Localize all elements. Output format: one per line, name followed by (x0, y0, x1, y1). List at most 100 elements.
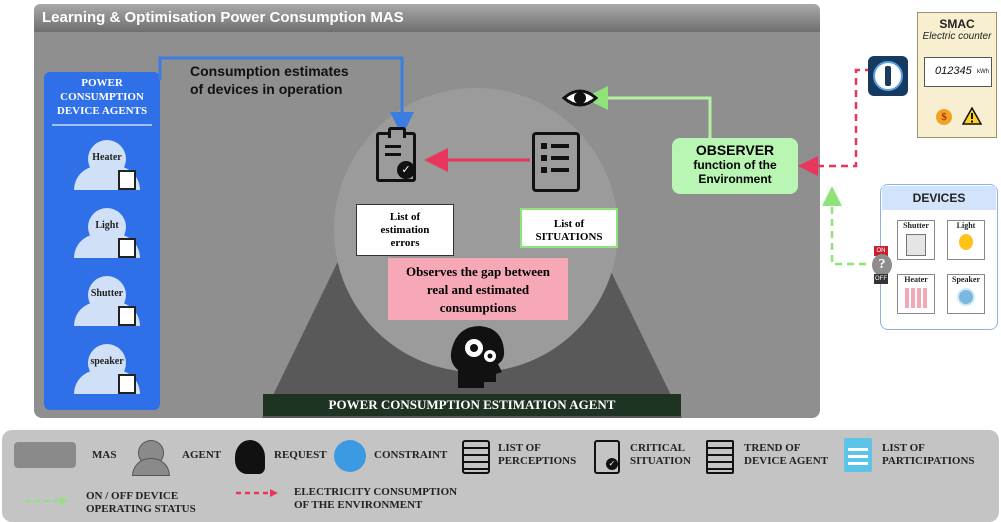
agent-body (132, 458, 170, 476)
trend-icon (118, 306, 136, 326)
legend-line: ELECTRICITY CONSUMPTION (294, 486, 458, 498)
legend-agent-label: AGENT (182, 449, 222, 461)
legend-line: OF THE ENVIRONMENT (294, 499, 423, 511)
trend-icon (118, 374, 136, 394)
legend-line: LIST OF (498, 442, 541, 454)
device-agent-speaker: speaker (74, 344, 146, 394)
box-line: List of (389, 211, 421, 223)
meter-reading: 012345 (935, 65, 972, 77)
legend: MAS AGENT REQUEST CONSTRAINT LIST OF PER… (2, 430, 999, 522)
bullet (541, 143, 547, 149)
legend-agent-icon (132, 440, 170, 476)
line (551, 144, 569, 148)
legend-constraint-icon (334, 440, 366, 472)
line (848, 455, 868, 458)
line (551, 156, 569, 160)
smac-title: SMAC (939, 17, 975, 31)
plug-icon (868, 56, 908, 96)
legend-line: PARTICIPATIONS (882, 455, 975, 467)
device-tile-label: Shutter (903, 221, 929, 230)
line (551, 168, 569, 172)
legend-line: ON / OFF DEVICE (86, 490, 179, 502)
device-agent-label: Shutter (90, 288, 124, 299)
legend-perceptions-icon (462, 440, 490, 474)
device-agent-heater: Heater (74, 140, 146, 190)
device-agents-title-line: DEVICE AGENTS (56, 105, 148, 117)
estimation-errors-box: List of estimation errors (356, 204, 454, 256)
trend-icon (118, 170, 136, 190)
on-off-switch-icon: ON ? OFF (868, 246, 896, 286)
meter-unit: kWh (977, 69, 989, 75)
line (848, 448, 868, 451)
legend-participations-icon (844, 438, 872, 472)
legend-line: TREND OF (744, 442, 801, 454)
legend-onoff-arrow (26, 497, 68, 505)
box-line: SITUATIONS (535, 231, 603, 243)
observer-box: OBSERVER function of the Environment (672, 138, 798, 194)
trend-icon (118, 238, 136, 258)
clip (388, 127, 406, 138)
line (385, 153, 401, 156)
device-tile-light: Light (947, 220, 985, 260)
situations-box: List of SITUATIONS (520, 208, 618, 248)
legend-critical-label: CRITICAL SITUATION (630, 442, 691, 468)
device-tile-heater: Heater (897, 274, 935, 314)
question-mark-icon: ? (872, 254, 892, 276)
device-agents-title-line: CONSUMPTION (60, 91, 144, 103)
legend-perceptions-label: LIST OF PERCEPTIONS (498, 442, 576, 468)
request-head-icon (450, 326, 505, 388)
device-agent-light: Light (74, 208, 146, 258)
divider (52, 124, 152, 126)
heater-icon (905, 288, 927, 308)
legend-line: DEVICE AGENT (744, 455, 829, 467)
label-line: Consumption estimates (190, 63, 349, 79)
device-tile-speaker: Speaker (947, 274, 985, 314)
switch-on-label: ON (874, 246, 888, 256)
legend-line: CRITICAL (630, 442, 686, 454)
diagram-title: Learning & Optimisation Power Consumptio… (34, 4, 820, 32)
legend-electricity-label: ELECTRICITY CONSUMPTION OF THE ENVIRONME… (294, 486, 457, 512)
device-agent-shutter: Shutter (74, 276, 146, 326)
bullet (541, 155, 547, 161)
estimation-agent-label: POWER CONSUMPTION ESTIMATION AGENT (263, 394, 681, 416)
switch-off-label: OFF (874, 274, 888, 284)
label-line: of devices in operation (190, 81, 343, 97)
device-agent-label: Light (95, 220, 119, 231)
device-tile-shutter: Shutter (897, 220, 935, 260)
onoff-arrow (822, 186, 866, 266)
legend-line: SITUATION (630, 455, 691, 467)
line (385, 145, 401, 148)
legend-constraint-label: CONSTRAINT (374, 449, 448, 461)
device-agents-title-line: POWER (81, 77, 123, 89)
shutter-icon (906, 234, 926, 256)
legend-trend-icon (706, 440, 734, 474)
device-tile-label: Light (956, 221, 976, 230)
consumption-estimates-label: Consumption estimates of devices in oper… (190, 62, 349, 98)
box-line: Observes the gap between (405, 264, 551, 279)
device-tile-label: Heater (904, 275, 928, 284)
legend-request-icon (235, 440, 265, 474)
bullet (541, 167, 547, 173)
list-of-perceptions-icon (532, 132, 580, 192)
legend-mas-swatch (14, 442, 76, 468)
box-line: real and estimated (426, 282, 530, 297)
legend-critical-icon: ✓ (594, 440, 620, 474)
legend-electricity-arrow (236, 489, 278, 497)
critical-situation-icon: ✓ (376, 127, 416, 182)
dollar-icon: $ (936, 109, 952, 125)
box-line: List of (553, 218, 585, 230)
device-tile-label: Speaker (952, 275, 980, 284)
legend-onoff-label: ON / OFF DEVICE OPERATING STATUS (86, 490, 196, 516)
legend-participations-label: LIST OF PARTICIPATIONS (882, 442, 975, 468)
device-agent-label: speaker (90, 356, 124, 367)
legend-line: PERCEPTIONS (498, 455, 577, 467)
devices-title: DEVICES (882, 186, 996, 210)
check-badge-icon: ✓ (397, 161, 415, 179)
plug-shape (885, 66, 891, 86)
box-line: consumptions (439, 300, 517, 315)
observer-line: Environment (698, 172, 772, 186)
blue-arrow (158, 56, 414, 136)
observer-line: function of the (693, 158, 777, 172)
eye-icon (562, 89, 598, 107)
